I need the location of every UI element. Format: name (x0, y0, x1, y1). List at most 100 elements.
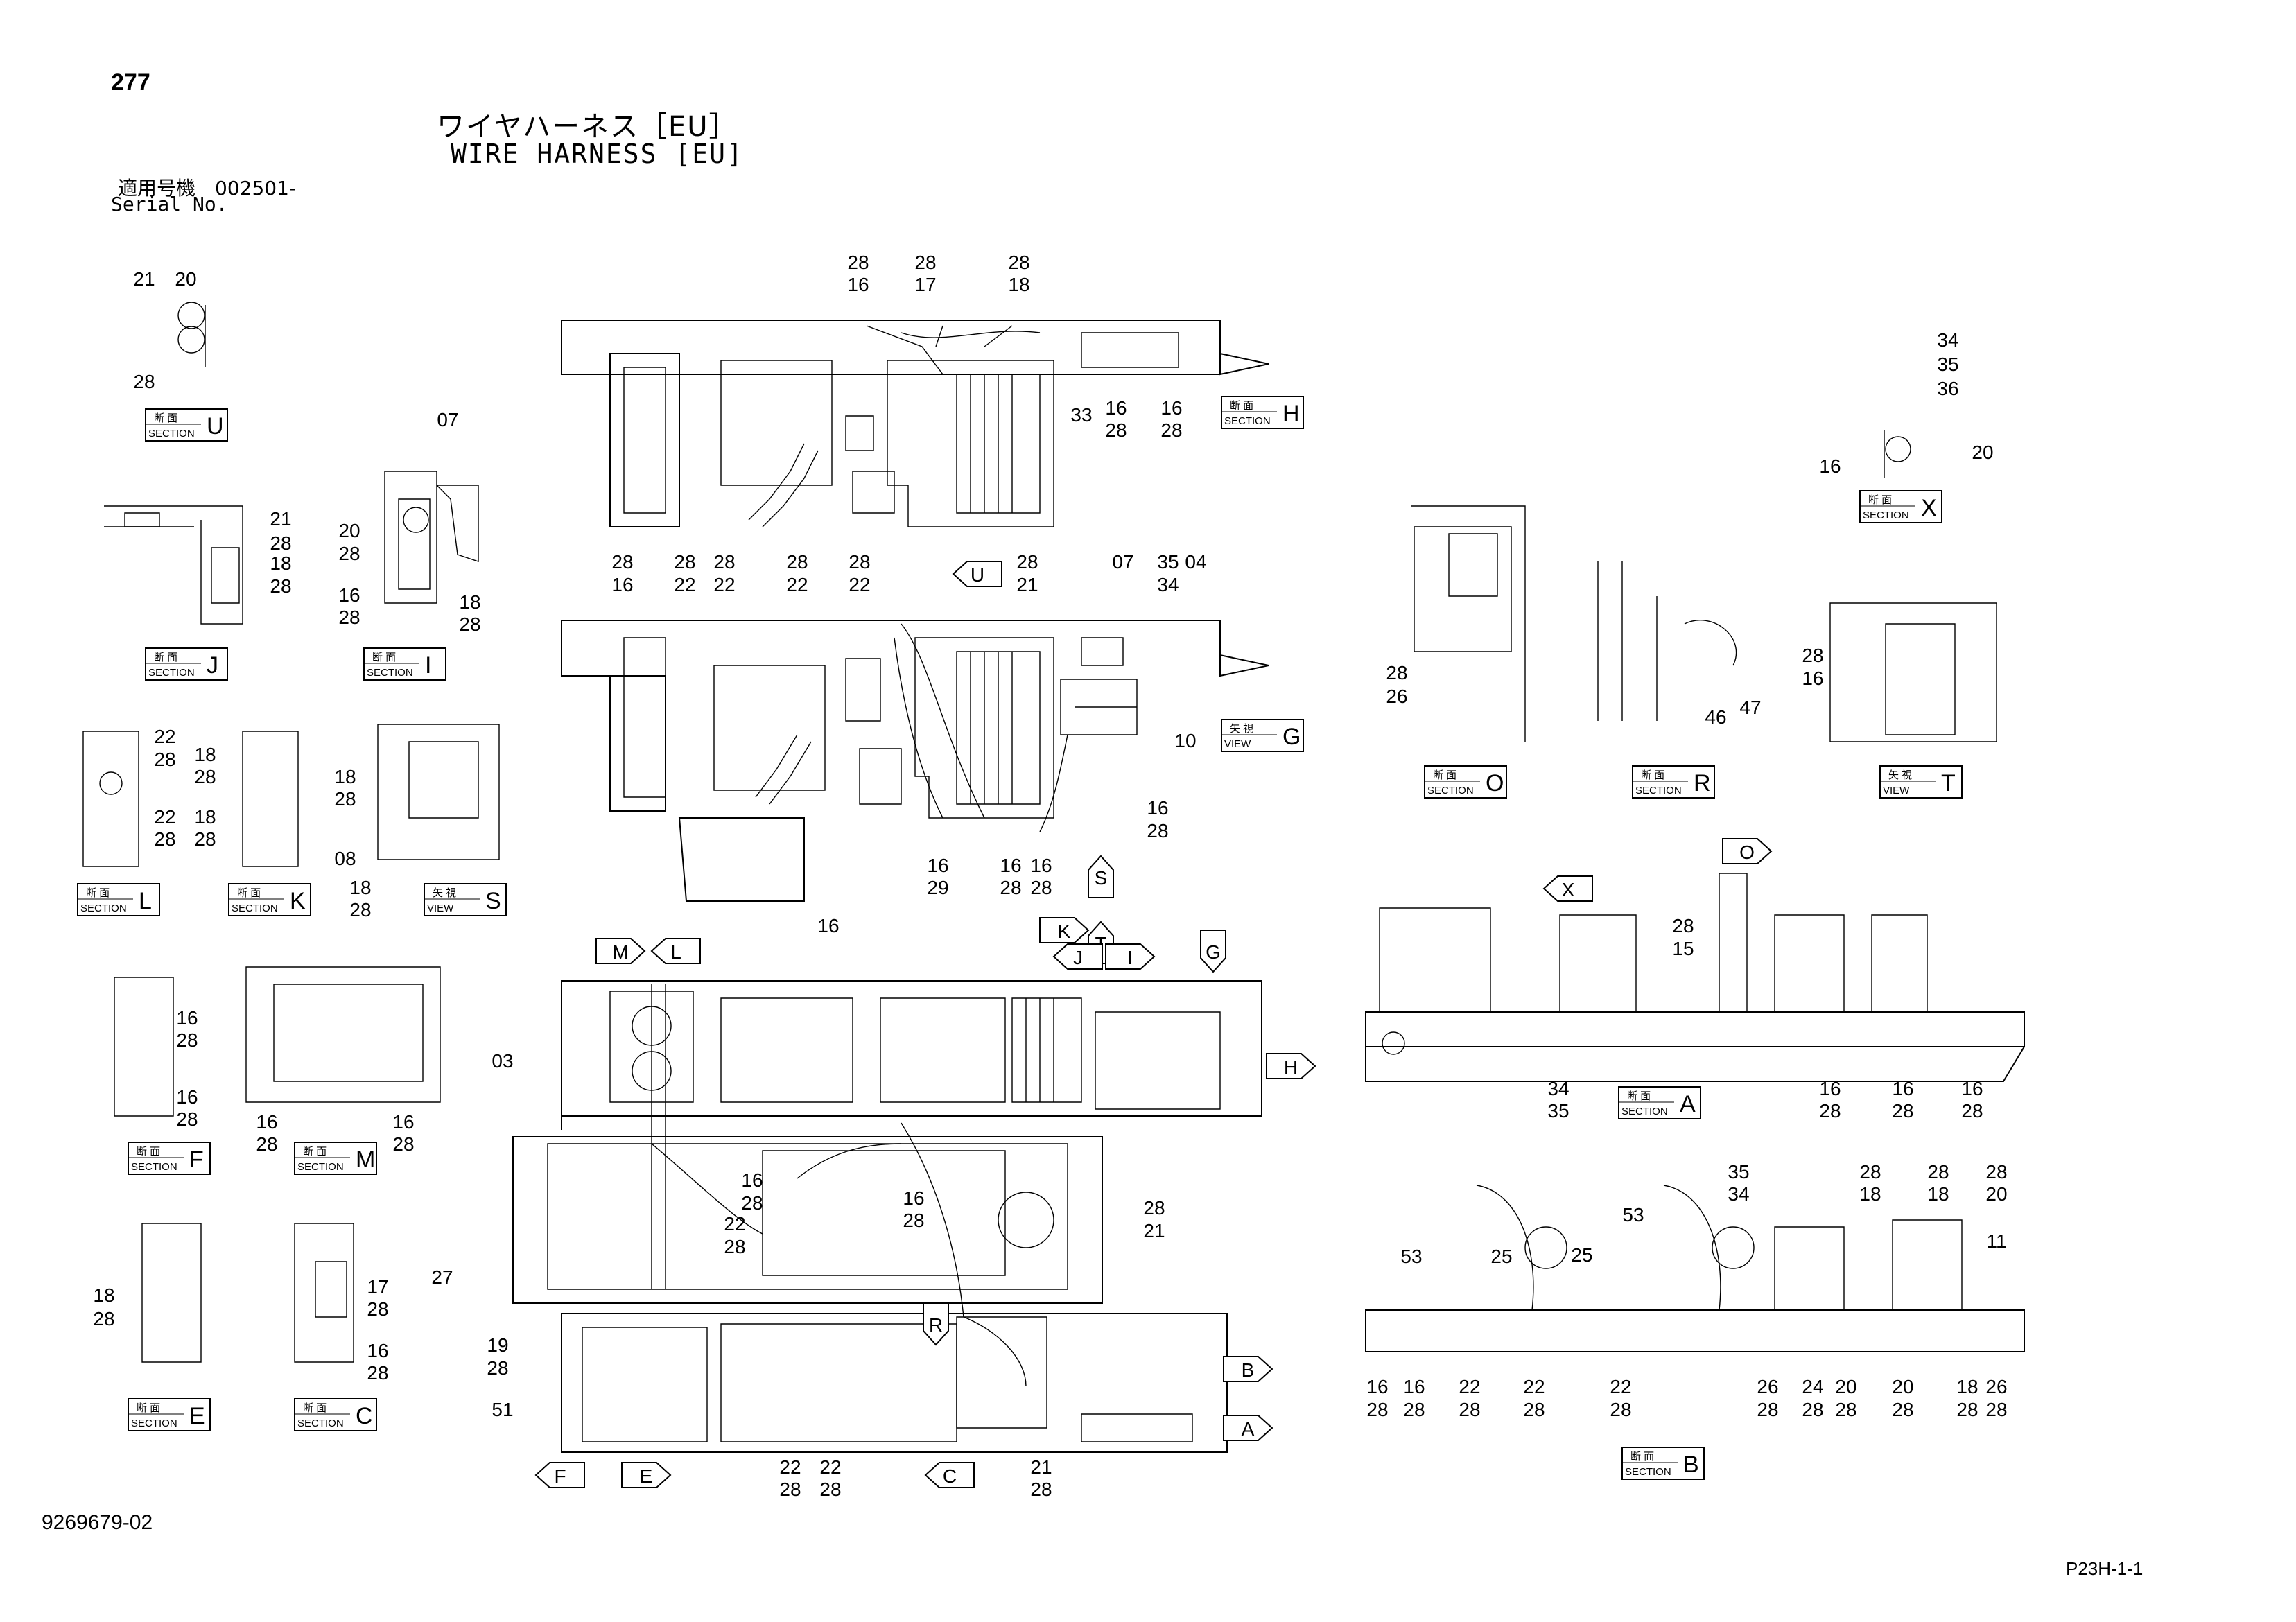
part-callout-number: 18 (1859, 1183, 1881, 1205)
view-marker-letter: O (1739, 841, 1755, 863)
view-marker-a: A (1223, 1415, 1273, 1441)
part-callout-number: 28 (93, 1308, 114, 1329)
part-callout-number: 18 (1956, 1376, 1978, 1397)
section-sub: SECTION (148, 428, 195, 439)
part-callout-number: 28 (459, 613, 480, 635)
page-code: P23H-1-1 (2066, 1558, 2143, 1579)
part-callout-number: 17 (367, 1276, 388, 1298)
section-letter: O (1486, 770, 1504, 796)
section-sub: SECTION (1863, 509, 1909, 521)
view-marker-letter: E (640, 1465, 653, 1487)
part-callout-number: 28 (903, 1210, 924, 1231)
part-callout-number: 28 (154, 749, 175, 770)
part-callout-number: 28 (674, 551, 695, 573)
view-marker-x: X (1542, 875, 1593, 902)
part-callout-number: 16 (611, 574, 633, 595)
view-marker-letter: J (1073, 947, 1083, 968)
part-callout-number: 28 (1523, 1399, 1545, 1420)
part-callout-number: 04 (1185, 551, 1206, 573)
view-marker-letter: F (554, 1465, 566, 1487)
part-callout-number: 53 (1400, 1246, 1422, 1267)
section-kind: 断 面 (137, 1402, 160, 1414)
section-sub: SECTION (1625, 1466, 1671, 1478)
view-marker-letter: X (1562, 879, 1575, 900)
part-callout-number: 20 (175, 268, 196, 290)
part-callout-number: 16 (1819, 455, 1841, 477)
view-marker-letter: S (1095, 867, 1108, 889)
part-callout-number: 18 (1008, 274, 1029, 295)
part-callout-number: 16 (367, 1340, 388, 1361)
view-marker-g: G (1200, 930, 1226, 973)
section-letter: I (425, 652, 431, 679)
part-callout-number: 28 (270, 532, 291, 554)
part-callout-number: 28 (1105, 419, 1127, 441)
part-callout-number: 08 (334, 848, 356, 869)
section-kind: 矢 視 (433, 887, 456, 899)
serial-label-japanese: 適用号機 002501- (118, 177, 296, 200)
part-callout-number: 29 (927, 877, 948, 898)
part-callout-number: 28 (270, 575, 291, 597)
part-callout-number: 28 (1985, 1161, 2007, 1183)
section-letter: J (207, 652, 218, 679)
part-callout-number: 16 (741, 1169, 763, 1191)
part-callout-number: 20 (1835, 1376, 1856, 1397)
section-letter: E (189, 1403, 205, 1429)
view-marker-letter: B (1242, 1359, 1255, 1381)
part-callout-number: 16 (847, 274, 869, 295)
part-callout-number: 11 (1986, 1230, 2006, 1252)
part-callout-number: 28 (154, 828, 175, 850)
view-marker-j: J (1052, 943, 1103, 970)
part-callout-number: 28 (1892, 1399, 1913, 1420)
part-callout-number: 16 (256, 1111, 277, 1133)
part-callout-number: 18 (194, 806, 216, 828)
view-marker-b: B (1223, 1356, 1273, 1382)
part-callout-number: 28 (1386, 662, 1407, 683)
part-callout-number: 28 (1985, 1399, 2007, 1420)
part-callout-number: 16 (1892, 1078, 1913, 1099)
part-callout-number: 28 (194, 766, 216, 787)
section-kind: 断 面 (237, 887, 261, 899)
section-sub: SECTION (131, 1161, 177, 1173)
part-callout-number: 16 (392, 1111, 414, 1133)
view-marker-letter: U (971, 564, 984, 586)
part-callout-number: 28 (1147, 820, 1168, 841)
part-callout-number: 28 (1802, 1399, 1823, 1420)
section-kind: 断 面 (1868, 494, 1892, 506)
view-marker-r: R (923, 1302, 949, 1346)
part-callout-number: 36 (1937, 378, 1958, 399)
section-letter: M (356, 1146, 375, 1173)
part-callout-number: 16 (338, 584, 360, 606)
part-callout-number: 25 (1490, 1246, 1512, 1267)
part-callout-number: 16 (1802, 668, 1823, 689)
part-callout-number: 28 (392, 1133, 414, 1155)
part-callout-number: 16 (176, 1007, 198, 1029)
part-callout-number: 22 (786, 574, 808, 595)
section-views-left (82, 302, 500, 1363)
section-sub: SECTION (232, 902, 278, 914)
part-callout-number: 28 (487, 1357, 508, 1379)
part-callout-number: 22 (1523, 1376, 1545, 1397)
part-callout-number: 28 (133, 371, 155, 392)
part-callout-number: 25 (1571, 1244, 1592, 1266)
section-sub: SECTION (1224, 415, 1271, 427)
part-callout-number: 28 (819, 1479, 841, 1500)
part-callout-number: 26 (1386, 686, 1407, 707)
part-callout-number: 28 (1892, 1100, 1913, 1122)
part-callout-number: 34 (1547, 1078, 1569, 1099)
part-callout-number: 16 (1030, 855, 1052, 876)
part-callout-number: 22 (819, 1456, 841, 1478)
part-callout-number: 28 (1016, 551, 1038, 573)
section-kind: 断 面 (303, 1146, 327, 1158)
view-marker-letter: L (670, 941, 681, 963)
part-callout-number: 21 (1143, 1220, 1165, 1241)
